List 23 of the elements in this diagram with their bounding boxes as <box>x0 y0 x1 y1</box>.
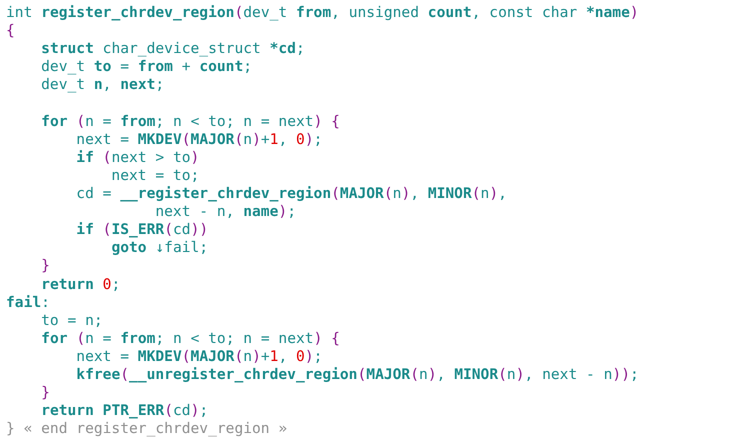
code-line: next = MKDEV(MAJOR(n)+1, 0); <box>75 130 322 149</box>
code-line: kfree(__unregister_chrdev_region(MAJOR(n), MINOR(n), next - n)); <box>75 366 639 384</box>
code-line: if (next > to) <box>75 148 200 167</box>
code-line: struct char_device_struct *cd; <box>40 40 305 58</box>
code-line: dev_t to = from + count; <box>40 58 252 76</box>
code-line: cd = __register_chrdev_region(MAJOR(n), MINOR(n), <box>75 185 507 203</box>
code-line: } <box>40 384 50 402</box>
code-line: next - n, name); <box>154 203 296 222</box>
code-line: return 0; <box>40 276 120 294</box>
code-line: } « end register_chrdev_region » <box>6 420 288 438</box>
code-line: if (IS_ERR(cd)) <box>75 221 208 240</box>
code-line: dev_t n, next; <box>40 76 164 94</box>
code-line: return PTR_ERR(cd); <box>40 402 208 420</box>
code-line: } <box>40 257 50 276</box>
code-line: { <box>6 22 15 40</box>
code-line: next = MKDEV(MAJOR(n)+1, 0); <box>75 348 322 366</box>
code-line: for (n = from; n < to; n = next) { <box>40 330 340 348</box>
code-line: next = to; <box>110 166 200 185</box>
code-line: int register_chrdev_region(dev_t from, unsigned count, const char *name) <box>6 4 639 22</box>
code-line: for (n = from; n < to; n = next) { <box>40 112 340 131</box>
code-line: goto ↓fail; <box>110 239 208 258</box>
code-line: to = n; <box>40 312 103 330</box>
code-line: fail: <box>6 294 50 312</box>
